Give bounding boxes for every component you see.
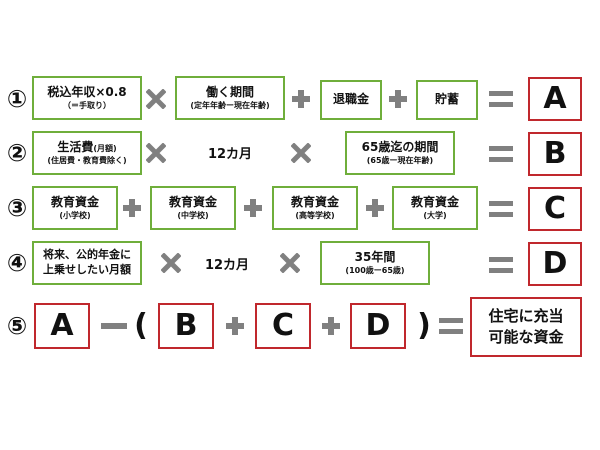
row2-result-box: B	[528, 132, 582, 176]
row5-result-box: 住宅に充当 可能な資金	[470, 297, 582, 357]
row5-close-paren: )	[417, 308, 431, 343]
minus-icon	[101, 323, 127, 329]
row2-months-text: 12カ月	[207, 146, 253, 162]
plus-icon	[244, 199, 262, 217]
row5-d-box: D	[350, 303, 406, 349]
multiply-icon	[161, 253, 181, 273]
plus-icon	[226, 317, 244, 335]
row2-living-cost-note: (住居費・教育費除く)	[47, 155, 127, 165]
multiply-icon	[146, 89, 166, 109]
row1-net-income-label: 税込年収×0.8	[47, 85, 127, 99]
row5-b-box: B	[158, 303, 214, 349]
plus-icon	[389, 90, 407, 108]
row1-savings-label: 貯蓄	[434, 92, 459, 107]
row3-university-label: 教育資金	[410, 195, 459, 209]
row3-junior-high-box: 教育資金 (中学校)	[150, 186, 236, 230]
equals-icon	[489, 201, 513, 217]
row4-years-box: 35年間 (100歳ー65歳)	[320, 241, 430, 285]
row1-net-income-box: 税込年収×0.8 （＝手取り）	[32, 76, 142, 120]
row2-period-box: 65歳迄の期間 (65歳ー現在年齢)	[345, 131, 455, 175]
row1-net-income-note: （＝手取り）	[63, 100, 111, 110]
equals-icon	[489, 257, 513, 273]
plus-icon	[322, 317, 340, 335]
row3-number: ③	[6, 194, 28, 222]
row3-high-school-note: (高等学校)	[295, 210, 335, 220]
row4-months-text: 12カ月	[204, 257, 250, 273]
row1-savings-box: 貯蓄	[416, 80, 478, 120]
row2-living-cost-label: 生活費(月額)	[57, 140, 117, 155]
row3-university-box: 教育資金 (大学)	[392, 186, 478, 230]
row2-living-cost-monthly: (月額)	[93, 144, 117, 153]
row5-d-letter: D	[365, 308, 391, 343]
row2-living-cost-box: 生活費(月額) (住居費・教育費除く)	[32, 131, 142, 175]
row5-a-box: A	[34, 303, 90, 349]
row2-number: ②	[6, 139, 28, 167]
row5-a-letter: A	[50, 308, 74, 343]
row2-period-note: (65歳ー現在年齢)	[366, 155, 434, 165]
row5-result-line2: 可能な資金	[488, 328, 564, 346]
row1-result-box: A	[528, 77, 582, 121]
row4-pension-top-up-box: 将来、公的年金に 上乗せしたい月額	[32, 241, 142, 285]
row1-working-period-box: 働く期間 (定年年齢ー現在年齢)	[175, 76, 285, 120]
row5-number: ⑤	[6, 312, 28, 340]
row4-years-note: (100歳ー65歳)	[345, 265, 405, 275]
multiply-icon	[291, 143, 311, 163]
equals-icon	[489, 91, 513, 107]
row3-result-letter: C	[543, 191, 567, 226]
row3-result-box: C	[528, 187, 582, 231]
plus-icon	[366, 199, 384, 217]
row5-c-letter: C	[271, 308, 295, 343]
row1-retirement-box: 退職金	[320, 80, 382, 120]
row2-result-letter: B	[543, 136, 567, 171]
row4-pension-line2: 上乗せしたい月額	[43, 263, 131, 276]
row3-elementary-label: 教育資金	[50, 195, 99, 209]
equals-icon	[439, 318, 463, 334]
row3-elementary-note: (小学校)	[59, 210, 91, 220]
row4-result-letter: D	[542, 246, 568, 281]
row4-pension-line1: 将来、公的年金に	[43, 248, 131, 262]
row3-elementary-box: 教育資金 (小学校)	[32, 186, 118, 230]
row3-university-note: (大学)	[423, 210, 447, 220]
row4-number: ④	[6, 249, 28, 277]
row4-result-box: D	[528, 242, 582, 286]
row5-b-letter: B	[174, 308, 198, 343]
row3-high-school-label: 教育資金	[290, 195, 339, 209]
equals-icon	[489, 146, 513, 162]
row3-junior-high-label: 教育資金	[168, 195, 217, 209]
multiply-icon	[146, 143, 166, 163]
row1-result-letter: A	[543, 81, 567, 116]
multiply-icon	[280, 253, 300, 273]
row1-retirement-label: 退職金	[332, 92, 369, 107]
row3-high-school-box: 教育資金 (高等学校)	[272, 186, 358, 230]
row3-junior-high-note: (中学校)	[177, 210, 209, 220]
row5-result-line1: 住宅に充当	[488, 307, 564, 325]
row1-working-period-note: (定年年齢ー現在年齢)	[190, 100, 270, 110]
row1-number: ①	[6, 85, 28, 113]
row1-working-period-label: 働く期間	[205, 85, 254, 99]
row2-living-cost-text: 生活費	[57, 140, 94, 154]
row4-years-label: 35年間	[354, 250, 396, 264]
plus-icon	[292, 90, 310, 108]
row5-open-paren: (	[134, 308, 148, 343]
plus-icon	[123, 199, 141, 217]
row2-period-label: 65歳迄の期間	[361, 140, 439, 154]
row5-c-box: C	[255, 303, 311, 349]
